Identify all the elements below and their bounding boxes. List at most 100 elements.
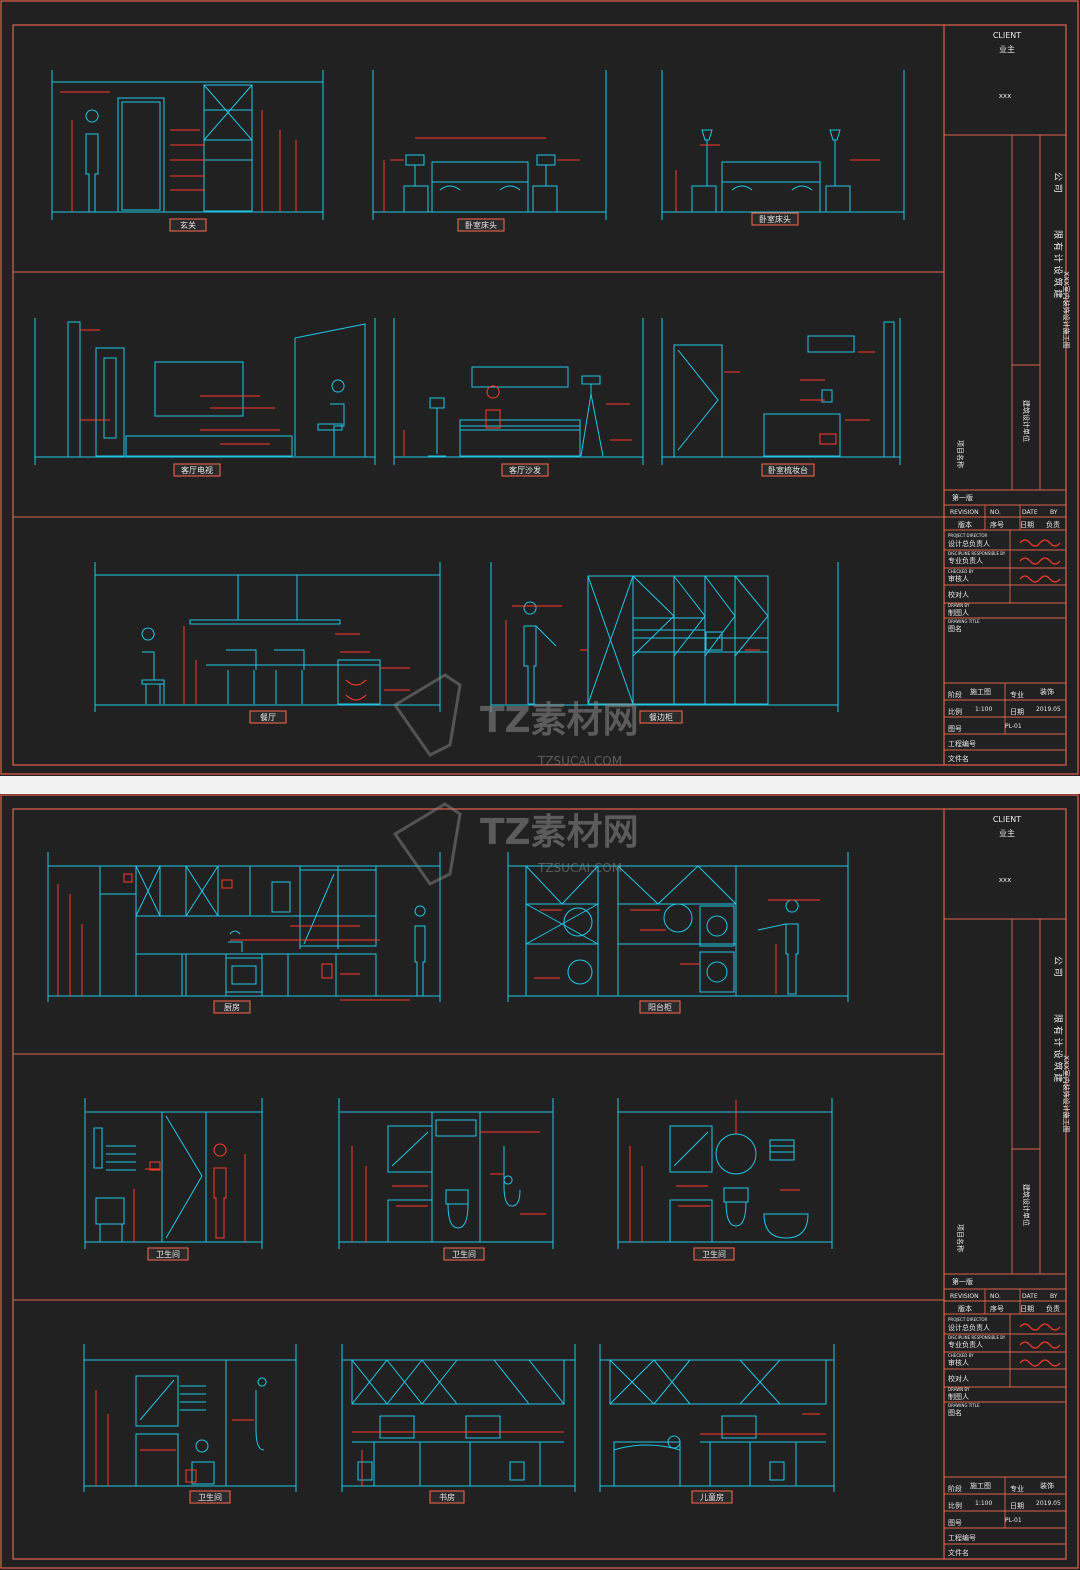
designer-1: 设计总负责人	[948, 539, 990, 548]
label-entrance: 玄关	[180, 220, 196, 230]
inner-frame-2	[12, 808, 1067, 1560]
date-value-2: 2019.05	[1036, 1500, 1061, 1507]
study-annotations	[352, 1431, 564, 1486]
label-dining: 餐厅	[260, 713, 276, 722]
elevation-living-sofa	[393, 318, 644, 465]
rev2-h1: REVISION	[950, 1293, 979, 1300]
elevation-entrance	[51, 70, 324, 220]
elevation-bathroom-3	[617, 1098, 833, 1249]
elevation-bedroom-dresser	[661, 318, 901, 465]
bathroom-4-annotations	[95, 1390, 254, 1486]
rev2-c2: 序号	[990, 1304, 1004, 1313]
stage-value-1: 施工图	[970, 687, 991, 696]
label-study: 书房	[439, 1492, 455, 1502]
project-name-label-2: 项目名称	[956, 1224, 965, 1252]
rev-h2: NO.	[990, 509, 1001, 516]
watermark-domain-1: TZSUCAI.COM	[537, 754, 622, 768]
drawing-title-2: 图名	[948, 1408, 962, 1417]
drawn-2: 制图人	[948, 1392, 969, 1401]
drawing-title-en-2: DRAWING TITLE	[948, 1403, 980, 1408]
outer-frame-2	[0, 794, 1079, 1569]
design-unit-2: 建筑设计单位	[1022, 1184, 1031, 1226]
date-value-1: 2019.05	[1036, 706, 1061, 713]
checked-2: 审核人	[948, 1358, 969, 1367]
checked-1: 审核人	[948, 574, 969, 583]
rev2-c3: 日期	[1020, 1305, 1034, 1313]
discipline-lead-en-2: DISCIPLINE RESPONSIBLE BY	[948, 1335, 1006, 1340]
project-title-1: XXX室内装饰设计施工图	[1062, 271, 1071, 348]
drawing-no-2: 图号	[948, 1519, 962, 1527]
elevation-balcony	[507, 852, 849, 1002]
label-living-sofa: 客厅沙发	[509, 465, 541, 475]
edition-1: 第一版	[952, 493, 973, 502]
drawn-en-1: DRAWN BY	[948, 603, 970, 608]
signatures-sheet-2	[1019, 1323, 1061, 1367]
rev2-c4: 负责	[1046, 1304, 1060, 1313]
bedroom-2-annotations	[675, 144, 880, 212]
watermark-sheet-2: TZ素材网 TZSUCAI.COM	[392, 802, 639, 886]
designer-en-1: PROJECT DIRECTOR	[948, 533, 988, 538]
verified-1: 校对人	[948, 590, 969, 599]
label-bedroom-dresser: 卧室梳妆台	[768, 465, 808, 475]
signatures-sheet-1	[1019, 539, 1061, 583]
discipline-value-1: 装饰	[1040, 687, 1054, 696]
living-tv-annotations	[80, 329, 280, 445]
stage-2: 阶段	[948, 1484, 962, 1493]
scale-value-1: 1:100	[975, 706, 992, 713]
elevation-sideboard	[490, 562, 839, 712]
watermark-sheet-1: TZ素材网 TZSUCAI.COM	[392, 673, 639, 768]
designer-2: 设计总负责人	[948, 1323, 990, 1332]
label-kitchen: 厨房	[224, 1002, 240, 1012]
label-kids-room: 儿童房	[700, 1492, 724, 1502]
elevation-kitchen	[47, 852, 441, 1002]
checked-en-2: CHECKED BY	[948, 1353, 974, 1358]
kitchen-annotations	[57, 873, 410, 1001]
owner-label: 业主	[999, 44, 1015, 54]
company-name-1: 公 司	[1052, 172, 1063, 193]
watermark-domain-2: TZSUCAI.COM	[537, 861, 622, 875]
file-name-1: 文件名	[948, 754, 969, 763]
label-bathroom-1: 卫生间	[156, 1249, 180, 1259]
rev-h1: REVISION	[950, 509, 979, 516]
label-bathroom-2: 卫生间	[452, 1249, 476, 1259]
client-label-2: CLIENT	[993, 815, 1021, 824]
dining-annotations	[183, 626, 410, 704]
watermark-brand-1: TZ素材网	[480, 700, 639, 741]
company-line-2: 限 有 计 设 筑 建	[1052, 1014, 1064, 1082]
elevation-dining	[94, 562, 441, 712]
label-bathroom-4: 卫生间	[198, 1492, 222, 1502]
drawing-title-en-1: DRAWING TITLE	[948, 619, 980, 624]
project-title-2: XXX室内装饰设计施工图	[1062, 1055, 1071, 1132]
elevation-bathroom-2	[338, 1098, 554, 1249]
company-line-1: 限 有 计 设 筑 建	[1052, 230, 1064, 298]
kids-annotations	[700, 1413, 826, 1435]
panel-labels-sheet-1: 玄关 卧室床头 卧室床头 客厅电视 客厅沙发 卧室梳妆台 餐厅 餐边柜	[169, 212, 815, 724]
rev2-h3: DATE	[1022, 1293, 1038, 1300]
label-bedroom-headboard-1: 卧室床头	[465, 220, 497, 230]
label-living-tv: 客厅电视	[181, 465, 213, 475]
owner-value-2: xxx	[999, 876, 1011, 884]
stage-value-2: 施工图	[970, 1481, 991, 1490]
stage-1: 阶段	[948, 690, 962, 699]
discipline-lead-2: 专业负责人	[948, 1340, 983, 1349]
owner-label-2: 业主	[999, 828, 1015, 838]
elevation-bathroom-1	[84, 1098, 263, 1249]
drawing-sheet-1: 玄关 卧室床头 卧室床头 客厅电视 客厅沙发 卧室梳妆台 餐厅 餐边柜	[0, 0, 1080, 776]
sideboard-annotations	[505, 605, 760, 704]
sheet-2-svg: 厨房 阳台柜 卫生间 卫生间 卫生间 卫生间 书房 儿童房	[0, 794, 1079, 1569]
discipline-lead-en-1: DISCIPLINE RESPONSIBLE BY	[948, 551, 1006, 556]
verified-2: 校对人	[948, 1374, 969, 1383]
panel-labels-sheet-2: 厨房 阳台柜 卫生间 卫生间 卫生间 卫生间 书房 儿童房	[147, 1000, 735, 1504]
date-2: 日期	[1010, 1502, 1024, 1510]
discipline-2: 专业	[1010, 1484, 1024, 1493]
project-no-2: 工程编号	[948, 1533, 976, 1542]
checked-en-1: CHECKED BY	[948, 569, 974, 574]
inner-frame	[12, 24, 1067, 766]
drawn-en-2: DRAWN BY	[948, 1387, 970, 1392]
drawing-no-value-2: PL-01	[1005, 1517, 1022, 1524]
scale-2: 比例	[948, 1501, 962, 1510]
rev-h3: DATE	[1022, 509, 1038, 516]
elevation-bathroom-4	[83, 1344, 297, 1492]
living-sofa-annotations	[403, 385, 632, 456]
sheet-separator	[0, 776, 1080, 794]
